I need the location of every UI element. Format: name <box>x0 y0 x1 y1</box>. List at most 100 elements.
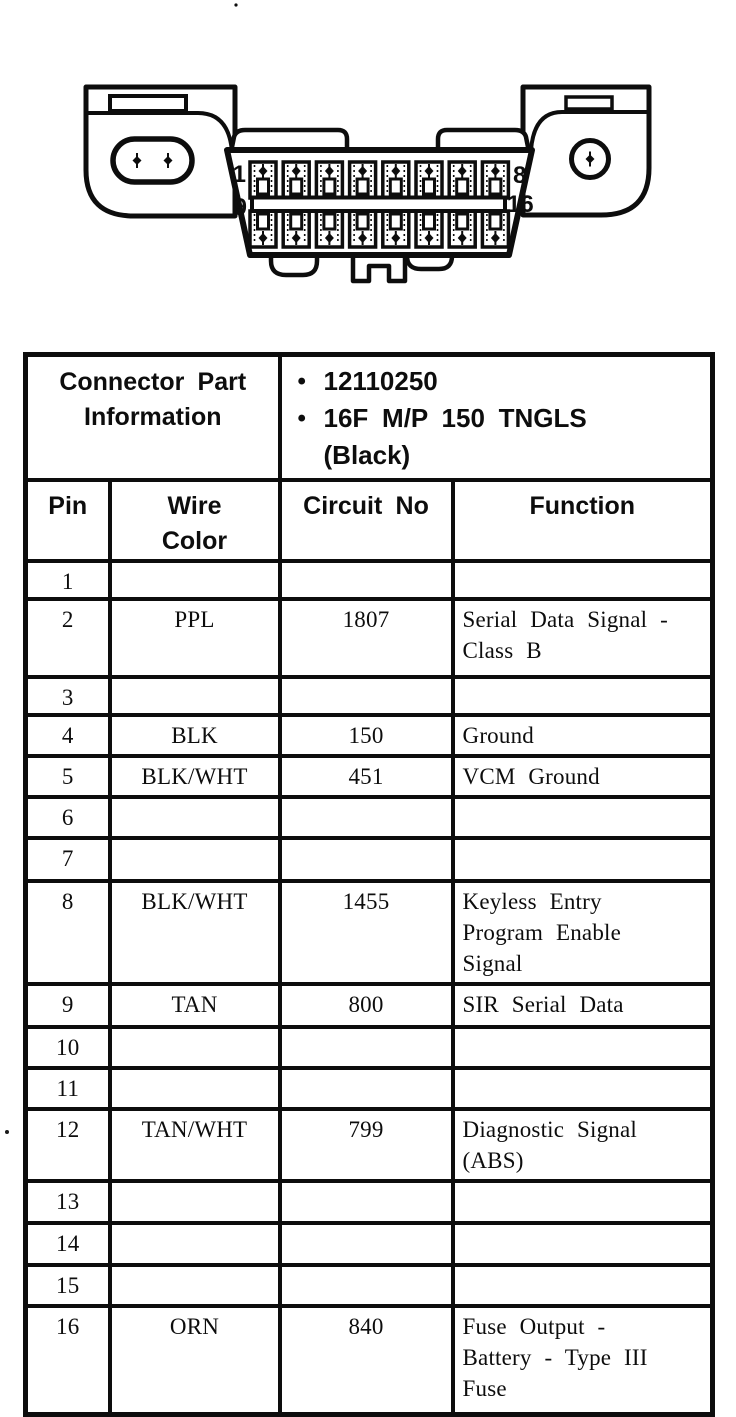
pin-cell: 7 <box>23 836 112 883</box>
pin-cell: 4 <box>23 713 112 758</box>
bullet-icon: • <box>297 405 306 432</box>
right-shoulder <box>435 127 532 155</box>
part-description: 16F M/P 150 TNGLS (Black) <box>323 403 587 470</box>
pin-cavity <box>281 209 311 249</box>
part-info-label-cell: Connector Part Information <box>23 352 282 482</box>
bullet-item: • 12110250 <box>298 363 707 400</box>
wire-color-cell <box>107 1221 282 1267</box>
pin-label-16: 16 <box>507 191 534 218</box>
function-cell <box>450 559 715 601</box>
wire-color-cell: BLK/WHT <box>107 879 282 986</box>
wire-color-cell: BLK/WHT <box>107 754 282 799</box>
pin-cavity <box>248 209 278 249</box>
pin-cell: 14 <box>23 1221 112 1267</box>
function-cell <box>450 795 715 840</box>
wire-color-cell: TAN/WHT <box>107 1107 282 1183</box>
circuit-no-cell: 1455 <box>277 879 455 986</box>
wire-color-cell <box>107 1025 282 1070</box>
col-header-circuit-no: Circuit No <box>277 478 455 563</box>
circuit-no-cell <box>277 1066 455 1111</box>
function-cell <box>450 1221 715 1267</box>
circuit-no-cell: 451 <box>277 754 455 799</box>
wire-color-cell: TAN <box>107 982 282 1029</box>
circuit-no-cell: 800 <box>277 982 455 1029</box>
circuit-no-cell: 1807 <box>277 597 455 679</box>
left-shoulder <box>228 127 350 155</box>
circuit-no-cell: 840 <box>277 1304 455 1416</box>
scan-speck-top <box>234 3 238 7</box>
circuit-no-cell: 799 <box>277 1107 455 1183</box>
wire-color-cell <box>107 559 282 601</box>
circuit-no-cell <box>277 1025 455 1070</box>
pin-label-8: 8 <box>513 162 526 189</box>
pin-cell: 13 <box>23 1179 112 1225</box>
part-info-value-cell: • 12110250 • 16F M/P 150 TNGLS (Black) <box>277 352 715 482</box>
function-cell: Diagnostic Signal (ABS) <box>450 1107 715 1183</box>
bullet-item: • 16F M/P 150 TNGLS (Black) <box>298 400 707 474</box>
function-cell <box>450 675 715 717</box>
wire-color-cell <box>107 675 282 717</box>
function-cell: Fuse Output - Battery - Type III Fuse <box>450 1304 715 1416</box>
right-mounting-ear <box>520 84 652 218</box>
pin-cavity <box>480 160 511 200</box>
pin-cell: 3 <box>23 675 112 717</box>
connector-part-table: Connector Part Information • 12110250 • … <box>23 352 716 1417</box>
scan-speck-margin <box>5 1130 9 1134</box>
circuit-no-cell <box>277 836 455 883</box>
function-cell: Serial Data Signal - Class B <box>450 597 715 679</box>
pin-cavity <box>447 160 477 200</box>
circuit-no-cell: 150 <box>277 713 455 758</box>
pin-label-1: 1 <box>233 161 246 188</box>
function-cell <box>450 1025 715 1070</box>
wire-color-cell <box>107 795 282 840</box>
circuit-no-cell <box>277 1221 455 1267</box>
pin-field <box>248 160 511 249</box>
pin-cavity <box>314 209 345 249</box>
function-cell: Keyless Entry Program Enable Signal <box>450 879 715 986</box>
function-cell <box>450 836 715 883</box>
wire-color-cell <box>107 1066 282 1111</box>
col-header-function: Function <box>450 478 715 563</box>
center-key-bar <box>250 195 507 213</box>
connector-diagram: 1 8 9 16 <box>83 3 652 284</box>
pin-cavity <box>248 160 278 200</box>
circuit-no-cell <box>277 559 455 601</box>
left-ear-oval <box>110 136 195 185</box>
pin-cell: 8 <box>23 879 112 986</box>
pin-cavity <box>381 209 411 249</box>
right-ear-tab <box>564 95 614 111</box>
pin-cell: 12 <box>23 1107 112 1183</box>
pin-cell: 9 <box>23 982 112 1029</box>
part-number: 12110250 <box>323 366 438 396</box>
pin-cavity <box>480 209 511 249</box>
pin-cavity <box>381 160 411 200</box>
wire-color-cell <box>107 836 282 883</box>
pin-label-9: 9 <box>234 194 247 221</box>
part-info-row: Connector Part Information • 12110250 • … <box>23 352 715 482</box>
bullet-icon: • <box>297 368 306 395</box>
left-ear-tab <box>108 94 188 113</box>
wire-color-cell: ORN <box>107 1304 282 1416</box>
wire-color-cell <box>107 1179 282 1225</box>
circuit-no-cell <box>277 1179 455 1225</box>
column-header-row: Pin Wire Color Circuit No Function <box>23 478 715 563</box>
wire-color-cell: PPL <box>107 597 282 679</box>
pinout-row-10: 10 <box>23 1025 715 1070</box>
pin-cell: 15 <box>23 1263 112 1308</box>
pin-cavity <box>447 209 477 249</box>
pin-cell: 11 <box>23 1066 112 1111</box>
wire-color-cell <box>107 1263 282 1308</box>
pinout-row-13: 13 <box>23 1179 715 1225</box>
pin-cavity <box>281 160 311 200</box>
pin-cell: 1 <box>23 559 112 601</box>
function-cell: VCM Ground <box>450 754 715 799</box>
circuit-no-cell <box>277 675 455 717</box>
pin-cell: 2 <box>23 597 112 679</box>
